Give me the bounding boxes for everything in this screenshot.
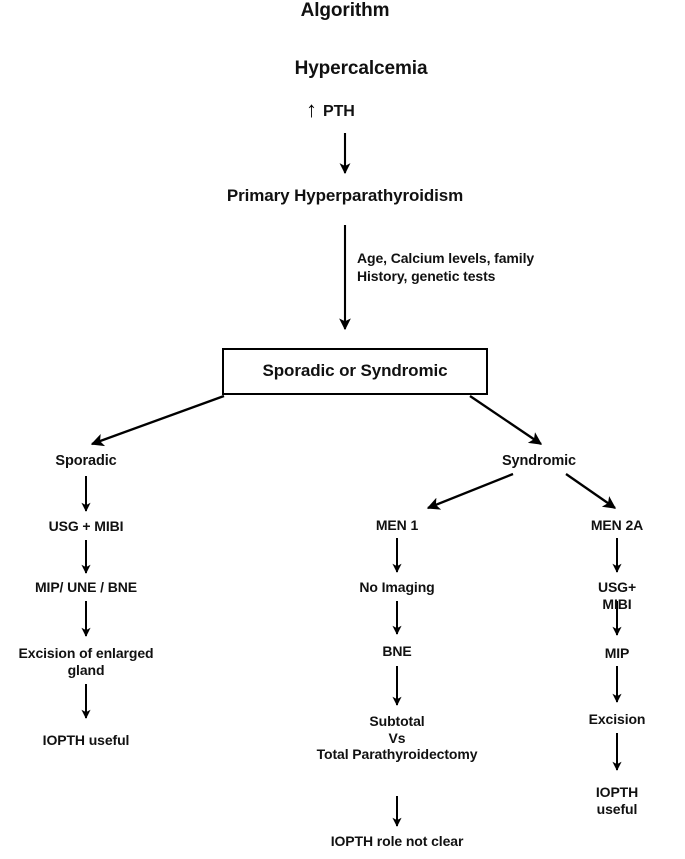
sporadic-step-mip-une-bne: MIP/ UNE / BNE [34,579,138,595]
decision-box-sporadic-or-syndromic[interactable]: Sporadic or Syndromic [222,348,488,395]
decision-box-label: Sporadic or Syndromic [262,361,448,381]
men2a-step-excision: Excision [588,711,646,727]
men1-step-iopth-role-not-clear: IOPTH role not clear [330,833,464,849]
men1-header: MEN 1 [375,517,419,533]
men2a-step-mip: MIP [604,645,630,661]
men1-step-no-imaging: No Imaging [359,579,435,595]
men2a-header: MEN 2A [590,517,644,533]
arrow-decision-to-syndromic [469,395,543,445]
branch-label-sporadic: Sporadic [55,453,117,469]
men1-step-subtotal-vs-total: Subtotal Vs Total Parathyroidectomy [316,713,478,763]
arrow-syndromic-to-men2a [565,473,617,509]
sporadic-step-usg-mibi: USG + MIBI [48,518,124,534]
sporadic-step-excision-enlarged-gland: Excision of enlarged gland [18,645,154,678]
sporadic-step-iopth-useful: IOPTH useful [42,732,130,748]
men2a-step-iopth-useful: IOPTH useful [595,784,639,817]
node-pth-label: PTH [323,103,355,120]
men2a-step-usg-mibi: USG+ MIBI [597,579,637,612]
men1-step-bne: BNE [382,643,412,659]
arrow-decision-to-sporadic [90,394,225,447]
page-title: Algorithm [300,0,390,21]
node-primary-hyperparathyroidism: Primary Hyperparathyroidism [226,186,464,205]
node-hypercalcemia: Hypercalcemia [294,58,428,79]
arrow-syndromic-to-men1 [426,472,514,510]
pth-up-arrow-icon: ↑ [306,97,317,122]
node-evaluation-criteria: Age, Calcium levels, family History, gen… [357,250,535,285]
branch-label-syndromic: Syndromic [501,453,577,469]
